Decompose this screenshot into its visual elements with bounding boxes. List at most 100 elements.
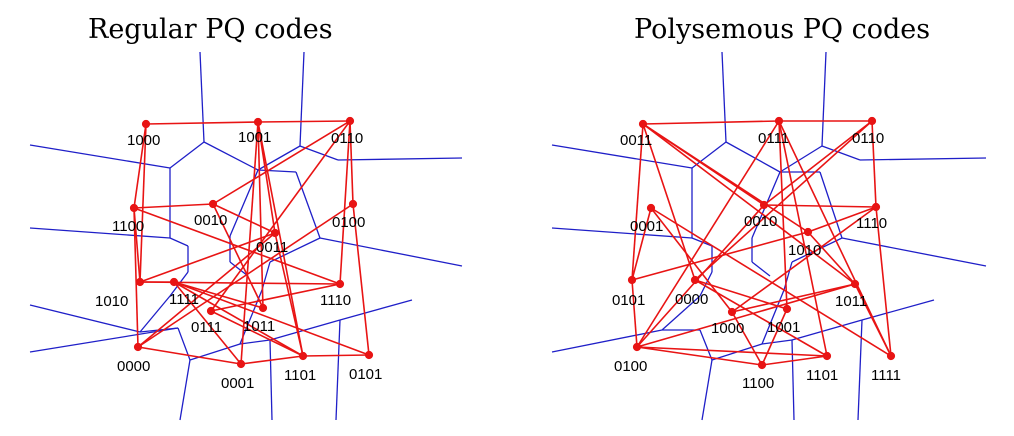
- graph-edge: [631, 123, 644, 281]
- node-label-0101: 0101: [349, 366, 382, 383]
- graph-edge: [133, 207, 139, 348]
- graph-edge: [133, 203, 214, 209]
- voronoi-cells: [551, 51, 987, 421]
- graph-edge: [807, 206, 877, 233]
- voronoi-edge: [29, 304, 141, 333]
- graph-edge: [257, 120, 351, 123]
- node-label-0110: 0110: [331, 130, 363, 147]
- graph-edge: [139, 232, 276, 283]
- voronoi-edge: [203, 141, 259, 171]
- graph-edge: [636, 204, 765, 348]
- voronoi-edge: [551, 227, 693, 239]
- voronoi-edge: [139, 295, 171, 333]
- graph-edge: [212, 203, 276, 234]
- node-label-0001: 0001: [630, 218, 663, 235]
- node-label-0100: 0100: [614, 358, 647, 375]
- graph-edge: [778, 120, 828, 357]
- graph-edge: [302, 354, 370, 357]
- node-label-0011: 0011: [256, 239, 288, 256]
- graph-edge: [694, 279, 828, 357]
- graph-node-0100: [632, 342, 642, 352]
- voronoi-edge: [701, 359, 713, 421]
- graph-node-1000: [727, 307, 737, 317]
- voronoi-edge: [821, 51, 827, 147]
- voronoi-edge: [551, 329, 663, 353]
- voronoi-cells: [29, 51, 463, 421]
- voronoi-edge: [337, 157, 463, 161]
- graph-node-0100: [348, 199, 358, 209]
- graph-node-1001: [782, 304, 792, 314]
- node-label-0111: 0111: [758, 130, 789, 147]
- graph-node-0111: [774, 116, 784, 126]
- graph-nodes: [627, 116, 896, 370]
- graph-edge: [761, 308, 788, 366]
- node-label-1000: 1000: [127, 132, 160, 149]
- graph-edge: [145, 121, 259, 125]
- node-label-1001: 1001: [767, 319, 800, 336]
- node-label-1111: 1111: [871, 367, 901, 384]
- voronoi-edge: [699, 329, 713, 361]
- node-label-1110: 1110: [320, 292, 351, 309]
- graph-edge: [210, 120, 351, 312]
- node-label-1111: 1111: [169, 291, 199, 308]
- node-label-1011: 1011: [243, 318, 275, 335]
- graph-edge: [210, 310, 304, 357]
- graph-node-0001: [646, 203, 656, 213]
- graph-edge: [137, 232, 276, 348]
- node-label-0001: 0001: [221, 375, 254, 392]
- graph-edge: [631, 207, 652, 281]
- graph-edge: [642, 120, 780, 125]
- voronoi-edge: [551, 144, 693, 169]
- voronoi-edge: [791, 319, 863, 341]
- graph-edge: [173, 281, 242, 365]
- graph-node-0010: [208, 199, 218, 209]
- graph-node-1100: [129, 203, 139, 213]
- voronoi-edge: [29, 144, 171, 169]
- graph-node-0011: [638, 119, 648, 129]
- node-label-1010: 1010: [95, 293, 128, 310]
- graph-node-1010: [135, 277, 145, 287]
- node-label-0110: 0110: [852, 130, 884, 147]
- graph-edge: [642, 123, 809, 233]
- node-label-1100: 1100: [742, 375, 774, 392]
- graph-node-0001: [236, 359, 246, 369]
- node-label-0010: 0010: [744, 213, 777, 230]
- graph-edge: [137, 346, 242, 365]
- voronoi-edge: [339, 299, 413, 321]
- voronoi-edge: [725, 141, 781, 173]
- graph-node-1011: [258, 303, 268, 313]
- voronoi-edge: [29, 327, 179, 353]
- voronoi-edge: [261, 261, 271, 291]
- graph-edge: [761, 355, 828, 366]
- graph-node-0011: [270, 228, 280, 238]
- node-label-0111: 0111: [191, 319, 222, 336]
- graph-node-1101: [298, 351, 308, 361]
- voronoi-edge: [751, 261, 771, 277]
- voronoi-edge: [857, 319, 863, 421]
- voronoi-edge: [335, 319, 341, 421]
- voronoi-edge: [821, 145, 861, 161]
- graph-edge: [349, 120, 354, 205]
- node-label-1101: 1101: [806, 367, 838, 384]
- graph-edge: [139, 123, 147, 283]
- graph-edge: [257, 121, 264, 309]
- graph-edge: [240, 355, 304, 365]
- voronoi-edge: [29, 227, 171, 239]
- graph-node-0110: [345, 116, 355, 126]
- voronoi-edge: [761, 289, 785, 345]
- graph-edge: [212, 120, 351, 205]
- voronoi-edge: [661, 295, 701, 331]
- graph-edge: [636, 346, 763, 366]
- node-label-0000: 0000: [117, 358, 150, 375]
- voronoi-edge: [199, 51, 205, 143]
- node-label-1000: 1000: [711, 320, 744, 337]
- voronoi-edge: [691, 141, 727, 169]
- voronoi-edge: [791, 339, 795, 421]
- graph-node-0101: [627, 275, 637, 285]
- voronoi-edge: [299, 51, 305, 147]
- voronoi-edge: [179, 359, 191, 421]
